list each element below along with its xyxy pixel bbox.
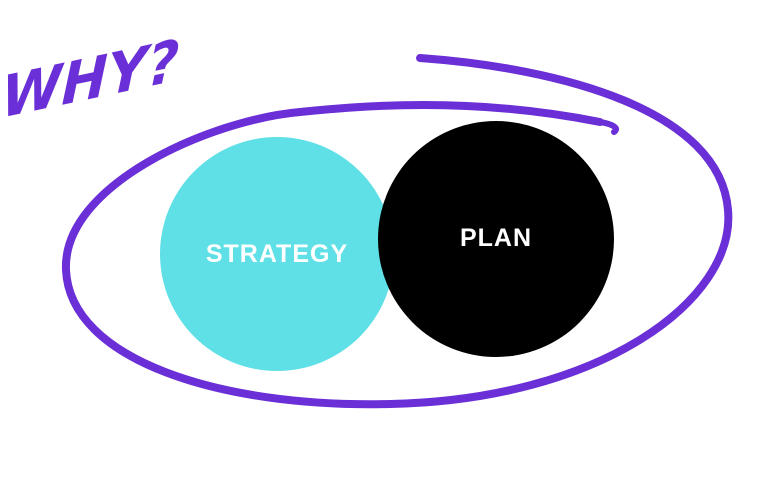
purple-loop-tail [597, 119, 620, 135]
plan-node: PLAN [378, 121, 614, 357]
plan-circle [378, 121, 614, 357]
strategy-node: STRATEGY [160, 137, 394, 371]
strategy-circle [160, 137, 394, 371]
plan-label: PLAN [460, 224, 532, 252]
purple-loop-ellipse [61, 54, 733, 409]
strategy-label: STRATEGY [206, 240, 348, 268]
why-heading: WHY? [0, 27, 180, 132]
